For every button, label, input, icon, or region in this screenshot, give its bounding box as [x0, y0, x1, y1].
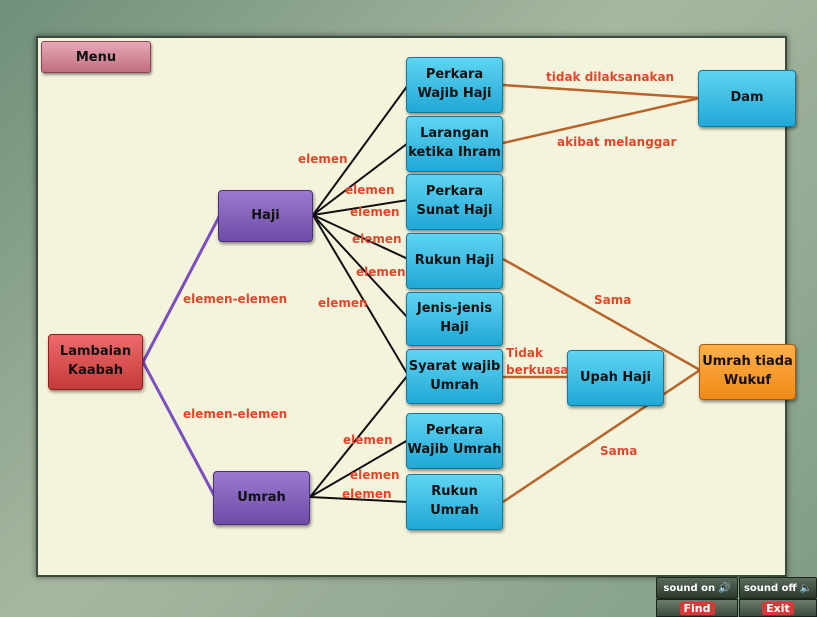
node-haji[interactable]: Haji — [218, 190, 313, 242]
line-rukunumrah-umrahtiada — [502, 368, 701, 504]
label-elemen: elemen — [356, 265, 406, 279]
line-umrah-rukun — [309, 496, 409, 503]
node-upah-haji[interactable]: Upah Haji — [567, 350, 664, 406]
exit-button[interactable]: Exit — [739, 599, 817, 617]
sound-off-label: sound off — [743, 582, 797, 594]
label-elemen-elemen-umrah: elemen-elemen — [183, 407, 288, 421]
label-berkuasa: berkuasa — [506, 363, 569, 377]
line-haji-syarat — [312, 214, 409, 376]
node-perkara-sunat-haji[interactable]: Perkara Sunat Haji — [406, 174, 503, 230]
label-elemen-elemen-haji: elemen-elemen — [183, 292, 288, 306]
node-dam[interactable]: Dam — [698, 70, 796, 127]
node-perkara-wajib-haji[interactable]: Perkara Wajib Haji — [406, 57, 503, 113]
sound-on-button[interactable]: sound on 🔊 — [656, 577, 738, 599]
menu-button[interactable]: Menu — [41, 41, 151, 73]
label-elemen: elemen — [352, 232, 402, 246]
node-jenis-jenis-haji[interactable]: Jenis-jenis Haji — [406, 292, 503, 346]
label-akibat-melanggar: akibat melanggar — [557, 135, 677, 149]
line-lambaian-haji — [141, 214, 222, 363]
line-haji-rukun — [312, 214, 409, 260]
line-wajib-dam — [502, 83, 701, 100]
node-lambaian-kaabah[interactable]: Lambaian Kaabah — [48, 334, 143, 390]
label-elemen: elemen — [343, 433, 393, 447]
label-elemen: elemen — [298, 152, 348, 166]
label-elemen: elemen — [345, 183, 395, 197]
line-umrah-wajib — [309, 439, 409, 498]
line-lambaian-umrah — [141, 361, 217, 498]
node-umrah-tiada-wukuf[interactable]: Umrah tiada Wukuf — [699, 344, 796, 400]
find-button[interactable]: Find — [656, 599, 738, 617]
node-syarat-wajib-umrah[interactable]: Syarat wajib Umrah — [406, 349, 503, 404]
exit-label: Exit — [762, 601, 794, 615]
line-haji-jenis — [312, 214, 409, 319]
line-rukun-umrahtiada — [502, 257, 701, 372]
line-haji-sunat — [312, 199, 409, 216]
label-elemen: elemen — [350, 205, 400, 219]
line-umrah-syarat — [309, 374, 409, 498]
speaker-off-icon: 🔈 — [799, 582, 813, 594]
sound-on-label: sound on — [663, 582, 716, 594]
label-elemen: elemen — [342, 487, 392, 501]
label-tidak-dilaksanakan: tidak dilaksanakan — [546, 70, 675, 84]
find-label: Find — [679, 601, 715, 615]
label-sama: Sama — [594, 293, 632, 307]
line-haji-larangan — [312, 142, 409, 216]
node-perkara-wajib-umrah[interactable]: Perkara Wajib Umrah — [406, 413, 503, 469]
label-elemen: elemen — [350, 468, 400, 482]
sound-off-button[interactable]: sound off 🔈 — [739, 577, 817, 599]
speaker-on-icon: 🔊 — [718, 582, 731, 594]
node-rukun-umrah[interactable]: Rukun Umrah — [406, 474, 503, 530]
line-haji-wajib — [312, 84, 409, 216]
node-rukun-haji[interactable]: Rukun Haji — [406, 233, 503, 289]
label-sama: Sama — [600, 444, 638, 458]
label-elemen: elemen — [318, 296, 368, 310]
label-tidak: Tidak — [506, 346, 543, 360]
node-umrah[interactable]: Umrah — [213, 471, 310, 525]
node-larangan-ketika-ihram[interactable]: Larangan ketika Ihram — [406, 116, 503, 172]
line-larangan-dam — [502, 96, 701, 145]
